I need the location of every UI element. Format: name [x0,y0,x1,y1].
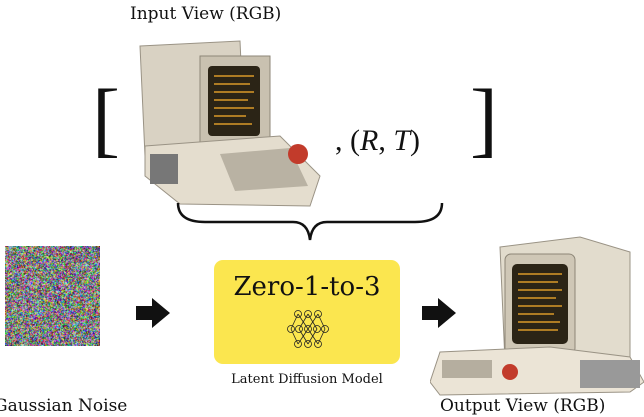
model-name: Zero-1-to-3 [214,272,400,302]
neural-network-icon [287,310,329,348]
model-box: Zero-1-to-3 [214,260,400,364]
gaussian-noise-image [5,246,100,346]
model-subtitle: Latent Diffusion Model [214,372,400,387]
curly-brace [175,200,445,245]
input-computer-image [120,36,330,211]
output-computer-image [430,232,644,397]
arrow-right-icon [136,298,172,328]
input-view-label: Input View (RGB) [130,4,281,24]
gaussian-noise-label: Gaussian Noise [0,396,127,416]
output-view-label: Output View (RGB) [440,396,605,416]
camera-pose-text: , (R, T) [335,124,420,158]
right-bracket: ] [470,78,498,162]
left-bracket: [ [92,78,120,162]
